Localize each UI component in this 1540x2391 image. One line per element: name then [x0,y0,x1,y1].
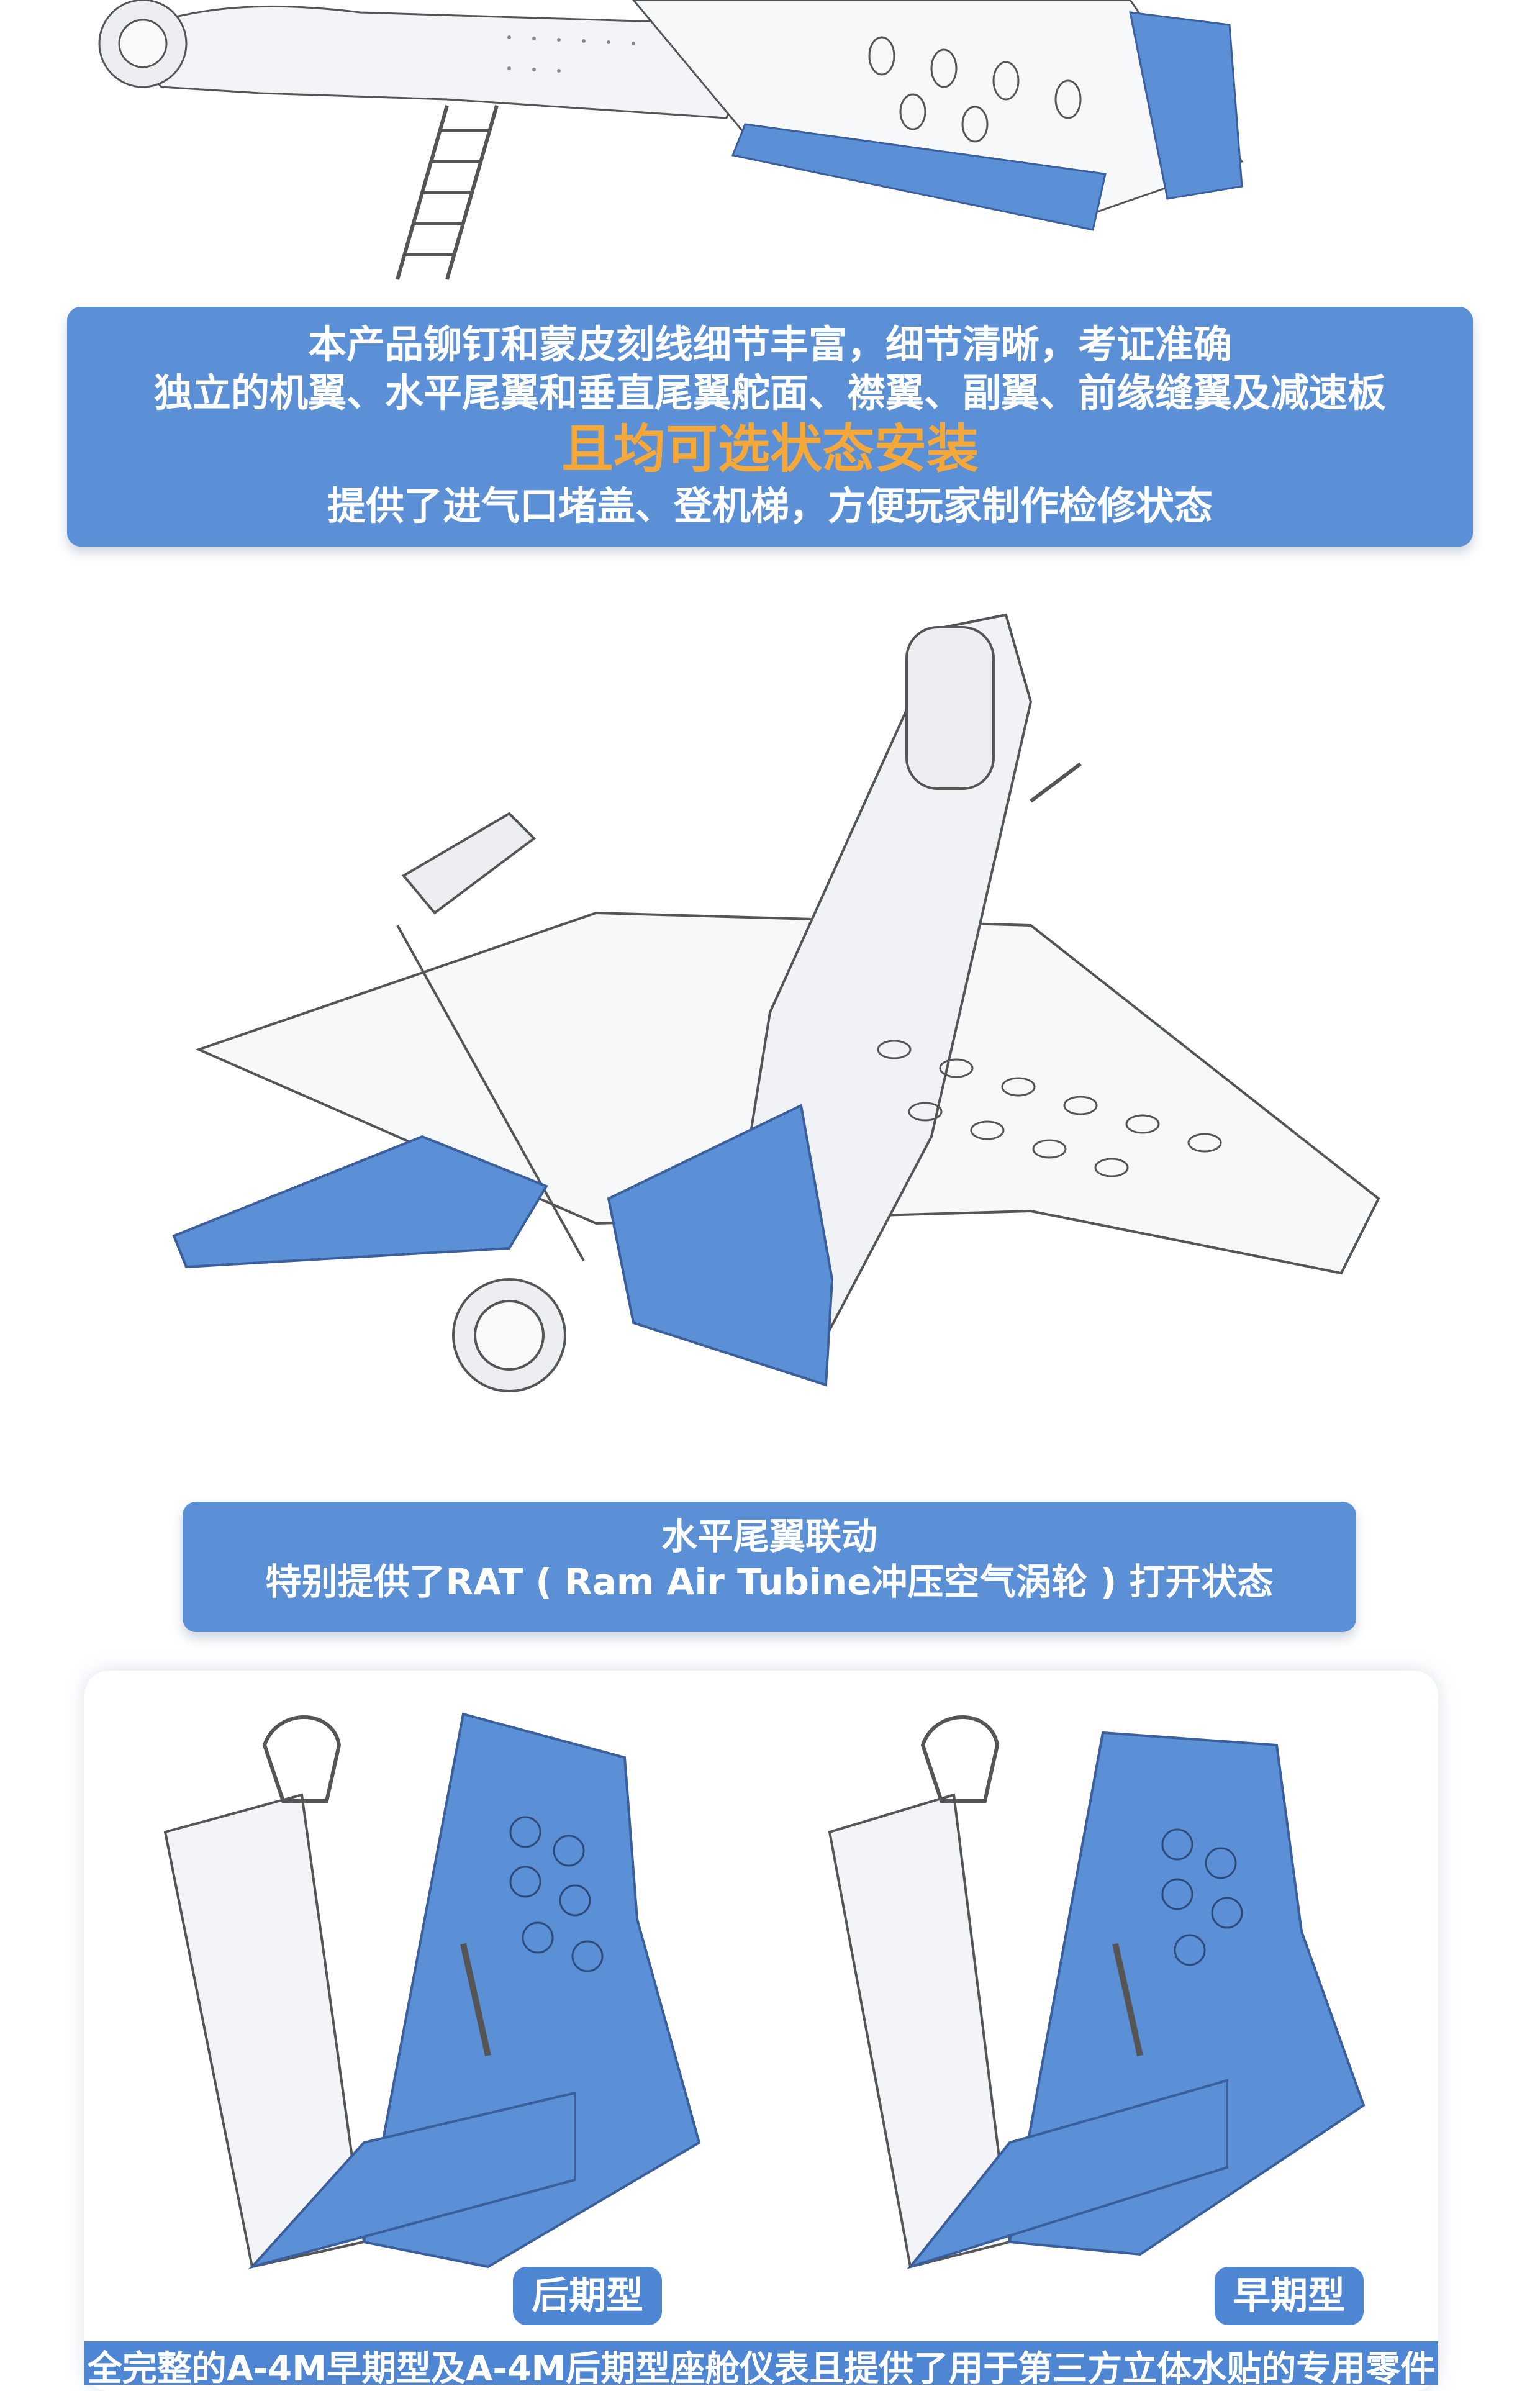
aircraft-underside-illustration [172,613,1380,1392]
late-type-label: 后期型 [513,2267,662,2325]
bottom-feature-banner: 全完整的A-4M早期型及A-4M后期型座舱仪表且提供了用于第三方立体水贴的专用零… [84,2341,1438,2385]
banner1-line2: 独立的机翼、水平尾翼和垂直尾翼舵面、襟翼、副翼、前缘缝翼及减速板 [153,370,1386,415]
feature-banner-1: 本产品铆钉和蒙皮刻线细节丰富，细节清晰，考证准确 独立的机翼、水平尾翼和垂直尾翼… [67,307,1473,547]
aircraft-top-illustration [98,0,1244,280]
banner1-highlight: 且均可选状态安装 [561,419,979,479]
late-cockpit-illustration [163,1712,701,2269]
feature-banner-2: 水平尾翼联动 特别提供了RAT ( Ram Air Tubine冲压空气涡轮 )… [183,1502,1356,1632]
early-type-label: 早期型 [1215,2267,1364,2325]
banner1-line4: 提供了进气口堵盖、登机梯，方便玩家制作检修状态 [327,483,1213,529]
cockpit-seats-card: 后期型 早期型 [84,1671,1438,2391]
early-cockpit-illustration [828,1715,1366,2269]
banner1-line1: 本产品铆钉和蒙皮刻线细节丰富，细节清晰，考证准确 [307,322,1232,367]
banner2-line2: 特别提供了RAT ( Ram Air Tubine冲压空气涡轮 ) 打开状态 [265,1560,1274,1603]
banner2-line1: 水平尾翼联动 [661,1515,877,1558]
